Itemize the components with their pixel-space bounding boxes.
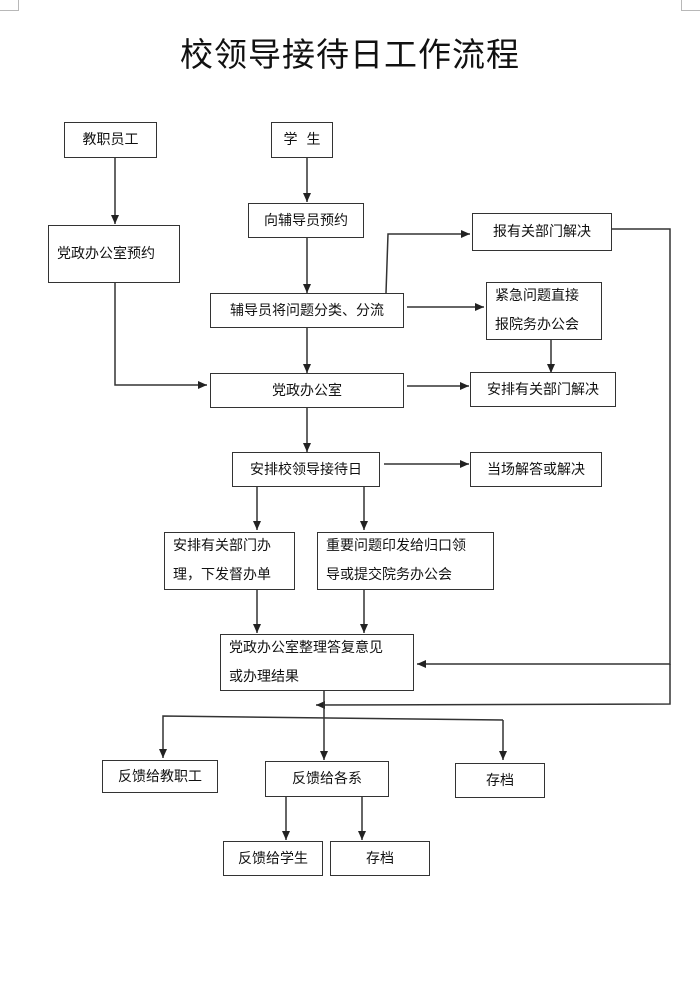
arrow-office-appointment-to-party-office [114, 282, 207, 389]
node-feedback-students-label: 反馈给学生 [238, 850, 308, 867]
node-staff-label: 教职员工 [82, 132, 139, 148]
node-counselor-appointment: 向辅导员预约 [248, 203, 364, 238]
node-staff: 教职员工 [64, 122, 157, 158]
node-arrange-department-label: 安排有关部门解决 [487, 381, 599, 398]
node-feedback-students: 反馈给学生 [223, 841, 323, 876]
node-feedback-staff: 反馈给教职工 [102, 760, 218, 793]
node-report-department: 报有关部门解决 [472, 213, 612, 251]
node-assign-department-line2: 理，下发督办单 [173, 567, 271, 583]
node-feedback-staff-label: 反馈给教职工 [118, 768, 202, 785]
node-feedback-departments: 反馈给各系 [265, 761, 389, 797]
node-archive-1: 存档 [455, 763, 545, 798]
arrow-classify-to-report-department [385, 230, 470, 294]
node-important-issues-line1: 重要问题印发给归口领 [326, 538, 466, 554]
node-office-appointment-label: 党政办公室预约 [57, 246, 155, 262]
node-reception-day: 安排校领导接待日 [232, 452, 380, 487]
node-report-department-label: 报有关部门解决 [493, 224, 591, 240]
node-counselor-appointment-label: 向辅导员预约 [264, 212, 348, 229]
node-counselor-classify: 辅导员将问题分类、分流 [210, 293, 404, 328]
node-urgent-label-line2: 报院务办公会 [495, 317, 579, 333]
page-title: 校领导接待日工作流程 [180, 35, 520, 74]
node-on-site-answer: 当场解答或解决 [470, 452, 602, 487]
node-on-site-answer-label: 当场解答或解决 [487, 461, 585, 478]
node-compile-results-line1: 党政办公室整理答复意见 [229, 639, 383, 656]
page-corner-mark-top-left [0, 0, 19, 11]
node-feedback-departments-label: 反馈给各系 [292, 771, 362, 787]
node-reception-day-label: 安排校领导接待日 [250, 461, 362, 478]
arrow-to-feedback-staff [159, 715, 504, 758]
node-urgent-label-line1: 紧急问题直接 [495, 288, 579, 304]
node-archive-1-label: 存档 [486, 772, 514, 789]
arrow-right-loop-to-trunk [315, 664, 671, 709]
node-urgent: 紧急问题直接 报院务办公会 [486, 282, 602, 340]
node-important-issues: 重要问题印发给归口领 导或提交院务办公会 [317, 532, 494, 590]
node-party-office: 党政办公室 [210, 373, 404, 408]
node-compile-results-line2: 或办理结果 [229, 668, 299, 685]
arrow-report-department-to-compile [417, 228, 671, 668]
node-important-issues-line2: 导或提交院务办公会 [326, 567, 452, 583]
node-party-office-label: 党政办公室 [272, 382, 342, 399]
node-arrange-department: 安排有关部门解决 [470, 372, 616, 407]
node-archive-2-label: 存档 [366, 850, 394, 867]
node-student-label: 学 生 [283, 132, 321, 148]
node-assign-department: 安排有关部门办 理，下发督办单 [164, 532, 295, 590]
node-compile-results: 党政办公室整理答复意见 或办理结果 [220, 634, 414, 691]
node-assign-department-line1: 安排有关部门办 [173, 538, 271, 554]
page-corner-mark-top-right [681, 0, 700, 11]
node-archive-2: 存档 [330, 841, 430, 876]
node-office-appointment: 党政办公室预约 [48, 225, 180, 283]
node-student: 学 生 [271, 122, 333, 158]
node-counselor-classify-label: 辅导员将问题分类、分流 [230, 302, 384, 319]
